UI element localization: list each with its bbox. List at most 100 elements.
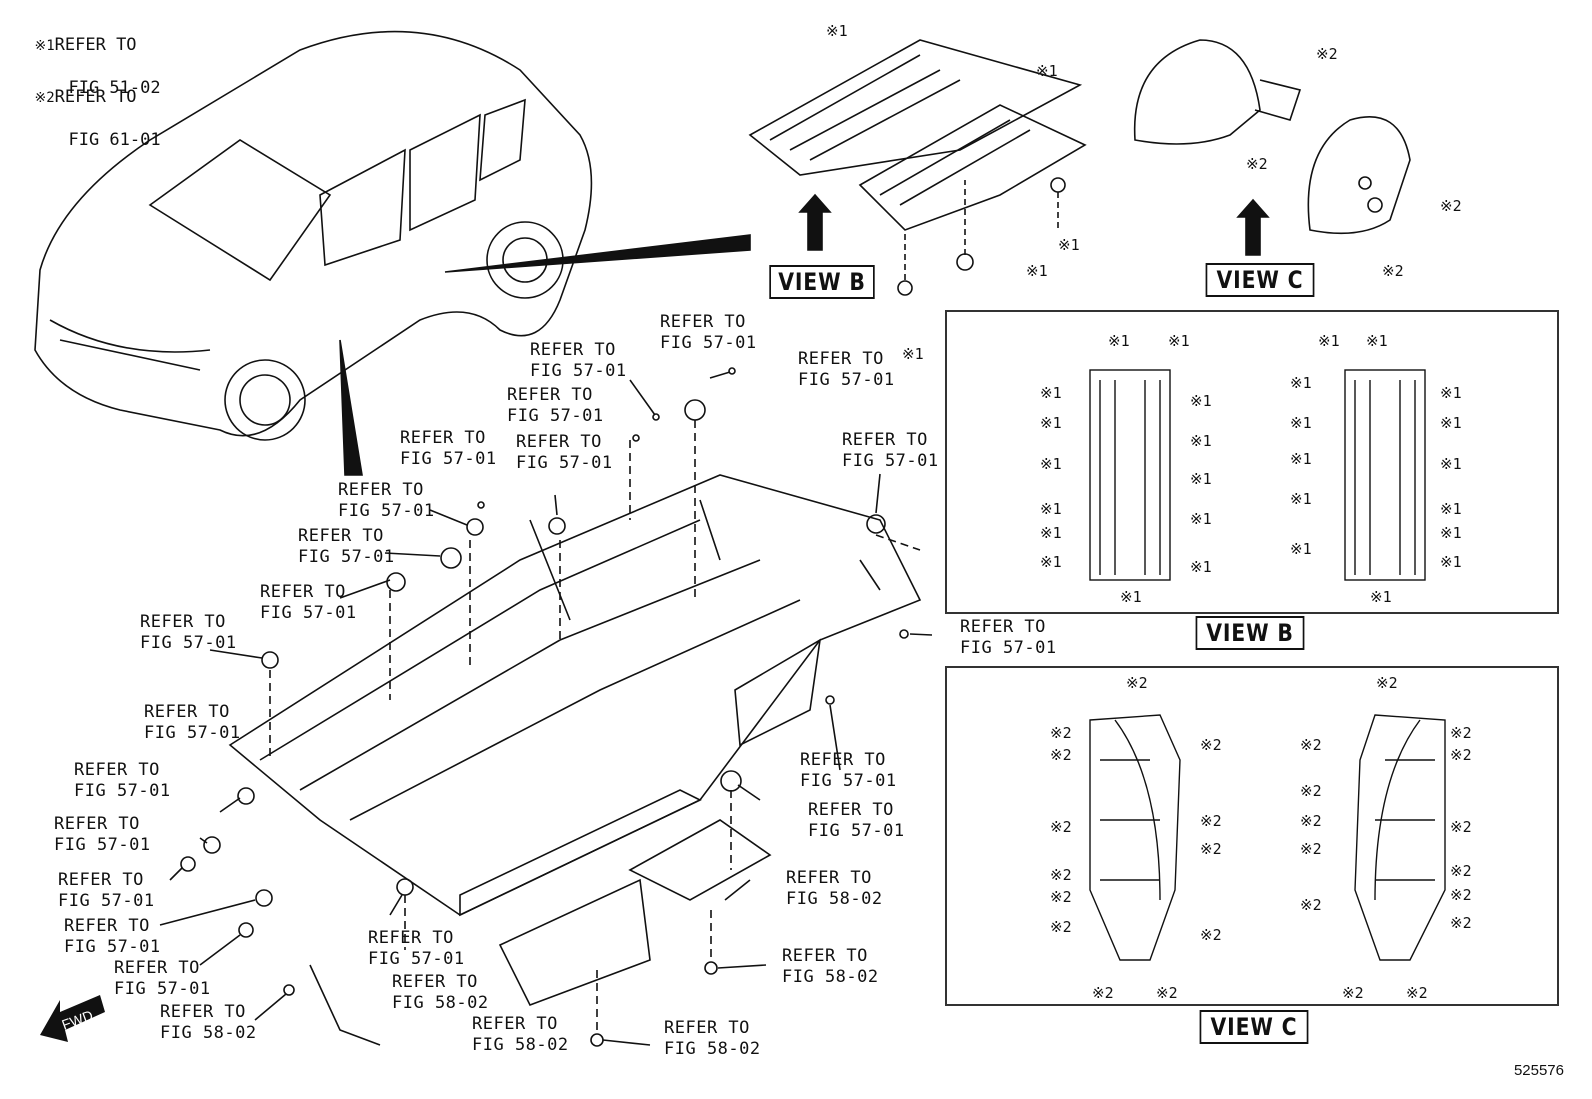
refer-line2: FIG 58-02 xyxy=(786,889,883,909)
mark: ※2 xyxy=(1300,812,1322,830)
view-b-top-label: VIEW B xyxy=(769,265,875,299)
mark: ※2 xyxy=(1050,724,1072,742)
refer-line1: REFER TO xyxy=(782,946,868,966)
note-1-line1: REFER TO xyxy=(54,35,137,55)
mark: ※1 xyxy=(1190,510,1212,528)
mark: ※2 xyxy=(1200,926,1222,944)
refer-line1: REFER TO xyxy=(368,928,454,948)
mark: ※1 xyxy=(1040,553,1062,571)
mark: ※1 xyxy=(1440,524,1462,542)
mark: ※2 xyxy=(1200,840,1222,858)
refer-line2: FIG 57-01 xyxy=(368,949,465,969)
mark: ※1 xyxy=(1040,414,1062,432)
mark: ※2 xyxy=(1316,45,1338,63)
mark: ※1 xyxy=(1190,470,1212,488)
mark: ※1 xyxy=(1040,500,1062,518)
note-2-line1: REFER TO xyxy=(54,87,137,107)
mark: ※2 xyxy=(1126,674,1148,692)
refer-line1: REFER TO xyxy=(140,612,226,632)
mark: ※2 xyxy=(1050,746,1072,764)
refer-line1: REFER TO xyxy=(507,385,593,405)
mark: ※2 xyxy=(1050,866,1072,884)
mark: ※2 xyxy=(1300,840,1322,858)
refer-line1: REFER TO xyxy=(144,702,230,722)
refer-line2: FIG 57-01 xyxy=(114,979,211,999)
view-c-panel xyxy=(945,666,1559,1006)
refer-line2: FIG 57-01 xyxy=(260,603,357,623)
refer-line1: REFER TO xyxy=(842,430,928,450)
mark: ※1 xyxy=(1290,490,1312,508)
refer-line1: REFER TO xyxy=(160,1002,246,1022)
refer-line1: REFER TO xyxy=(400,428,486,448)
refer-line1: REFER TO xyxy=(530,340,616,360)
refer-line1: REFER TO xyxy=(472,1014,558,1034)
refer-line1: REFER TO xyxy=(298,526,384,546)
mark: ※2 xyxy=(1300,782,1322,800)
mark: ※1 xyxy=(1318,332,1340,350)
mark: ※2 xyxy=(1450,724,1472,742)
note-1-line2: FIG 51-02 xyxy=(68,78,161,98)
mark: ※1 xyxy=(1040,384,1062,402)
refer-line2: FIG 57-01 xyxy=(338,501,435,521)
refer-line1: REFER TO xyxy=(798,349,884,369)
view-c-panel-label: VIEW C xyxy=(1199,1010,1309,1044)
refer-line1: REFER TO xyxy=(58,870,144,890)
refer-line2: FIG 58-02 xyxy=(472,1035,569,1055)
refer-line1: REFER TO xyxy=(800,750,886,770)
refer-line2: FIG 57-01 xyxy=(144,723,241,743)
mark: ※1 xyxy=(1440,384,1462,402)
note-2-line2: FIG 61-01 xyxy=(68,130,161,150)
refer-line2: FIG 58-02 xyxy=(664,1039,761,1059)
mark: ※2 xyxy=(1376,674,1398,692)
mark: ※1 xyxy=(1190,432,1212,450)
mark: ※2 xyxy=(1156,984,1178,1002)
mark: ※2 xyxy=(1200,736,1222,754)
refer-line2: FIG 57-01 xyxy=(507,406,604,426)
mark: ※2 xyxy=(1342,984,1364,1002)
mark: ※1 xyxy=(1026,262,1048,280)
mark: ※2 xyxy=(1246,155,1268,173)
mark: ※1 xyxy=(1036,62,1058,80)
refer-line2: FIG 57-01 xyxy=(298,547,395,567)
mark: ※1 xyxy=(1040,455,1062,473)
refer-line2: FIG 58-02 xyxy=(782,967,879,987)
mark: ※2 xyxy=(1300,896,1322,914)
refer-line2: FIG 57-01 xyxy=(530,361,627,381)
mark: ※2 xyxy=(1050,818,1072,836)
refer-line1: REFER TO xyxy=(74,760,160,780)
view-b-panel xyxy=(945,310,1559,614)
refer-line2: FIG 57-01 xyxy=(808,821,905,841)
refer-line2: FIG 58-02 xyxy=(392,993,489,1013)
mark: ※2 xyxy=(1440,197,1462,215)
mark: ※1 xyxy=(1440,455,1462,473)
mark: ※1 xyxy=(1190,558,1212,576)
refer-line1: REFER TO xyxy=(516,432,602,452)
mark: ※2 xyxy=(1450,914,1472,932)
mark: ※1 xyxy=(1108,332,1130,350)
mark: ※2 xyxy=(1450,886,1472,904)
mark: ※2 xyxy=(1092,984,1114,1002)
mark: ※2 xyxy=(1450,818,1472,836)
note-1-mark: ※1 xyxy=(34,38,55,54)
mark: ※1 xyxy=(1370,588,1392,606)
